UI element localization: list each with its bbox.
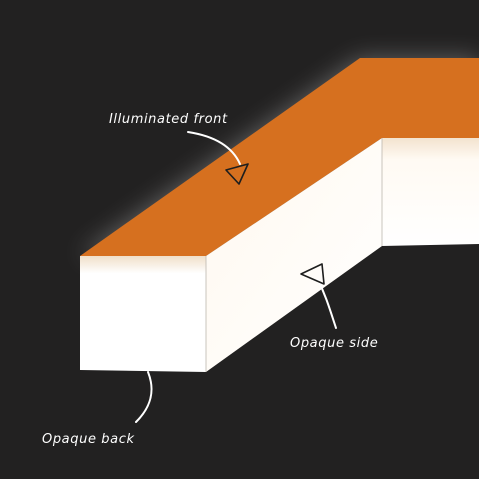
label-opaque-side: Opaque side — [290, 336, 378, 351]
label-opaque-back: Opaque back — [42, 432, 135, 447]
opaque-back-arrow — [135, 371, 153, 423]
profile-edges — [205, 138, 383, 372]
opaque-side-face-right — [382, 138, 479, 246]
opaque-side-face — [206, 138, 382, 372]
illuminated-front-face — [80, 58, 479, 256]
illuminated-front-arrow — [187, 131, 249, 185]
opaque-back-face — [80, 256, 206, 372]
opaque-side-arrow — [300, 263, 337, 329]
label-illuminated-front: Illuminated front — [109, 112, 228, 127]
